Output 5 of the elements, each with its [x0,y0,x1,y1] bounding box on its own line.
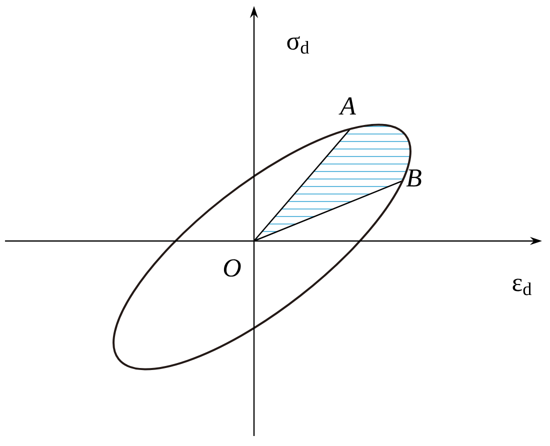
point-label: A [338,97,356,115]
point-label: O [224,259,241,277]
axis-label: σ$_{d}$ [287,36,310,54]
point-label: B [406,169,422,186]
axis-label: ε$_{d}$ [512,278,532,296]
